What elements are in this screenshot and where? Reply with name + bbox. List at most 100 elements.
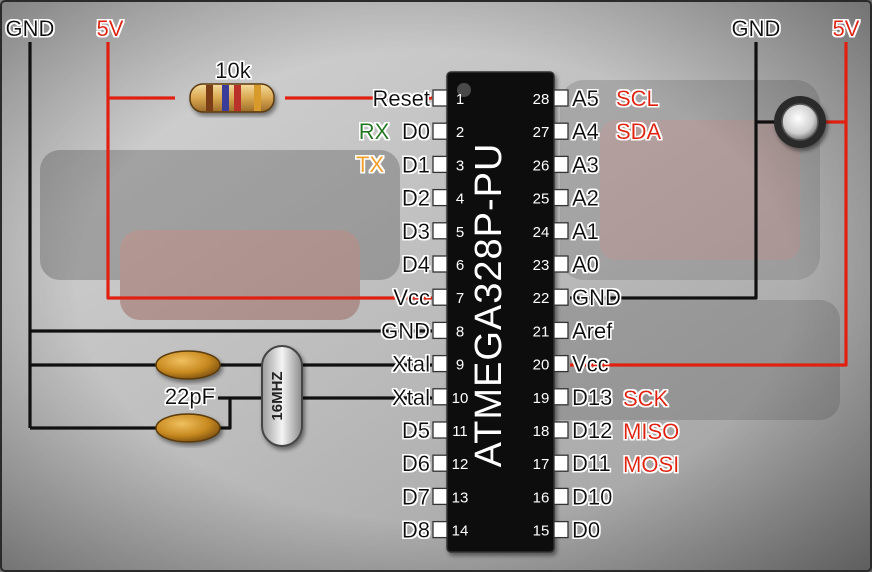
pin-right: D10 16 xyxy=(533,484,613,509)
pin-number: 18 xyxy=(533,423,550,440)
pin-label: D7 xyxy=(402,484,430,509)
pin-label: D4 xyxy=(402,252,430,277)
pin-right: A1 24 xyxy=(533,219,599,244)
pin-pad xyxy=(432,388,448,406)
resistor-10k xyxy=(189,83,275,113)
pin-pad xyxy=(553,520,569,539)
pin-label: D2 xyxy=(402,186,430,211)
capacitor-top xyxy=(155,350,221,380)
pin-number: 14 xyxy=(452,523,469,540)
pin-label: D5 xyxy=(402,418,430,443)
tx-label: TX xyxy=(356,152,384,177)
pin-pad xyxy=(432,487,448,506)
pin-pad xyxy=(432,222,448,240)
pin-label: A1 xyxy=(572,219,599,244)
chip-notch xyxy=(457,83,471,97)
pin-label: Xtal xyxy=(392,385,430,410)
left-5v-label: 5V xyxy=(97,16,124,41)
right-gnd-label: GND xyxy=(732,16,781,41)
pin-number: 25 xyxy=(533,191,550,208)
pin-label: D11 xyxy=(572,451,611,476)
pin-number: 12 xyxy=(452,456,469,473)
pin-label: A4 xyxy=(572,119,599,144)
pin-number: 27 xyxy=(533,124,550,141)
chip-name: ATMEGA328P-PU xyxy=(468,143,510,468)
pin-label: Reset xyxy=(373,86,430,111)
pin-number: 28 xyxy=(533,91,550,108)
pin-pad xyxy=(432,354,448,373)
pin-pad xyxy=(432,520,448,539)
crystal-16mhz xyxy=(261,345,303,447)
chip xyxy=(446,71,555,553)
scl-label: SCL xyxy=(616,86,659,111)
pin-label: D1 xyxy=(402,152,430,177)
pin-right: A2 25 xyxy=(533,186,599,211)
capacitor-bottom xyxy=(155,413,221,443)
pin-number: 10 xyxy=(452,390,469,407)
pin-pad xyxy=(553,222,569,240)
pin-label: Aref xyxy=(572,318,613,343)
pin-pad xyxy=(553,354,569,373)
pin-pad xyxy=(553,388,569,406)
pin-number: 2 xyxy=(456,124,464,141)
pin-pad xyxy=(553,487,569,506)
pin-label: D10 xyxy=(572,484,612,509)
pin-number: 16 xyxy=(533,489,550,506)
crystal-label: 16MHZ xyxy=(269,371,286,420)
pin-number: 6 xyxy=(456,257,464,274)
pin-number: 22 xyxy=(533,290,550,307)
pin-left: D0 2 xyxy=(402,119,464,144)
pin-label: D13 xyxy=(572,385,612,410)
pin-pad xyxy=(432,188,448,207)
pin-number: 21 xyxy=(533,323,550,340)
pin-label: D12 xyxy=(572,418,612,443)
reset-button xyxy=(774,96,826,148)
pin-pad xyxy=(432,122,448,140)
pin-label: A2 xyxy=(572,186,599,211)
resistor-label: 10k xyxy=(215,58,251,83)
wire-gnd-left xyxy=(28,42,432,430)
pin-pad xyxy=(432,155,448,174)
pin-left: D1 3 xyxy=(402,152,464,177)
chip-body xyxy=(446,71,555,553)
mosi-label: MOSI xyxy=(623,452,679,477)
pin-number: 24 xyxy=(533,224,550,241)
pin-label: A3 xyxy=(572,152,599,177)
pin-left: Vcc 7 xyxy=(393,285,464,310)
pin-label: D0 xyxy=(402,119,430,144)
pin-pad xyxy=(432,255,448,273)
pin-pad xyxy=(553,89,569,107)
pin-number: 3 xyxy=(456,157,464,174)
pin-pad xyxy=(432,288,448,306)
pin-number: 7 xyxy=(456,290,464,307)
pin-right: Aref 21 xyxy=(533,318,614,343)
pin-number: 9 xyxy=(456,357,464,374)
pin-pad xyxy=(553,122,569,140)
pin-pad xyxy=(432,321,448,340)
pin-left: Xtal 9 xyxy=(392,352,464,377)
pin-pad xyxy=(553,255,569,273)
capacitor-label: 22pF xyxy=(165,384,215,409)
sda-label: SDA xyxy=(616,119,662,144)
miso-label: MISO xyxy=(623,419,679,444)
pin-pad xyxy=(553,321,569,340)
rx-label: RX xyxy=(359,119,390,144)
pin-right: A4 27 xyxy=(533,119,599,144)
pin-pad xyxy=(553,421,569,439)
pin-number: 20 xyxy=(533,357,550,374)
pin-label: Xtal xyxy=(392,352,430,377)
pin-right: D12 18 xyxy=(533,418,613,443)
pin-label: Vcc xyxy=(393,285,430,310)
pin-label: Vcc xyxy=(572,352,609,377)
